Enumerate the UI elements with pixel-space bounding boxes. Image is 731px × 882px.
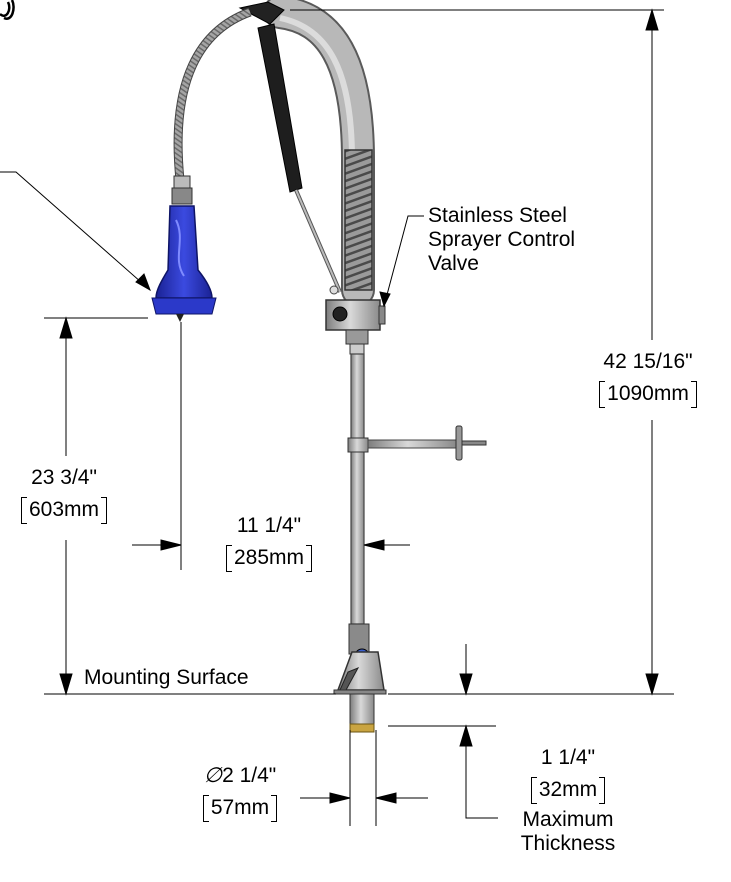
spray-valve — [151, 175, 217, 322]
valve-label-line-3: Valve — [428, 252, 479, 275]
spring-coil — [344, 149, 373, 291]
reach-dimension: 11 1/4" 285mm — [204, 514, 334, 572]
dimension-lines — [0, 8, 674, 826]
hole-diameter-dimension: ∅2 1/4" 57mm — [180, 764, 300, 822]
valve-label-line-2: Sprayer Control — [428, 228, 576, 251]
max-thickness-line-1: Maximum — [522, 808, 614, 831]
reach-imperial: 11 1/4" — [236, 514, 302, 537]
mounting-surface-label: Mounting Surface — [84, 666, 249, 689]
spray-height-dimension: 23 3/4" 603mm — [2, 466, 126, 524]
hole-diameter-metric: 57mm — [202, 795, 278, 822]
overall-height-metric: 1090mm — [599, 381, 697, 408]
valve-label-line-1: Stainless Steel — [428, 204, 567, 227]
wall-bracket — [347, 425, 487, 461]
diameter-symbol: ∅ — [203, 764, 223, 787]
hole-diameter-imperial: 2 1/4" — [222, 764, 277, 787]
max-thickness-line-2: Thickness — [520, 832, 616, 855]
valve-label: Stainless Steel Sprayer Control Valve — [428, 204, 575, 276]
wall-bracket-arm — [257, 23, 303, 193]
thickness-metric: 32mm — [530, 777, 606, 804]
spray-height-metric: 603mm — [20, 497, 108, 524]
thickness-imperial: 1 1/4" — [540, 746, 596, 769]
coil-fragment — [0, 0, 15, 20]
thickness-dimension: 1 1/4" 32mm Maximum Thickness — [508, 746, 628, 856]
overall-height-dimension: 42 15/16" 1090mm — [578, 350, 718, 408]
faucet-base — [333, 623, 387, 733]
gooseneck-cap — [238, 1, 285, 25]
spray-height-imperial: 23 3/4" — [31, 466, 97, 489]
faucet-body — [173, 0, 487, 733]
reach-metric: 285mm — [225, 545, 313, 572]
riser-pipe — [350, 353, 365, 625]
overall-height-imperial: 42 15/16" — [603, 350, 693, 373]
spray-valve-handle — [155, 205, 213, 299]
